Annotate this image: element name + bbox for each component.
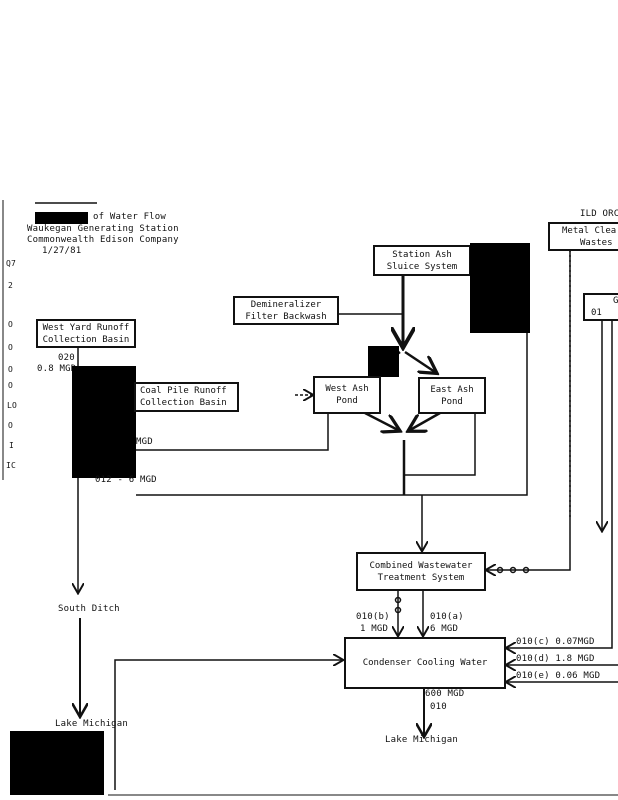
condenser-cooling-water-box: Condenser Cooling Water [344,637,506,689]
box-label: Wastes [580,237,613,248]
box-label: Collection Basin [42,334,130,345]
margin-mark: O [8,421,14,430]
outfall-020-flow: 0.8 MGD [37,364,77,374]
lake-michigan-bottom-label: Lake Michigan [385,735,459,745]
box-label: Combined Wastewater [369,560,473,571]
margin-mark: O [8,365,14,374]
outfall-010e-label: 010(e) 0.06 MGD [516,671,601,681]
margin-mark: O [8,381,14,390]
west-ash-pond-box: West Ash Pond [313,376,381,414]
box-label: Pond [336,396,358,406]
outfall-010d-label: 010(d) 1.8 MGD [516,654,595,664]
title-date: 1/27/81 [42,246,82,256]
margin-mark: LO [7,401,18,410]
margin-mark: I [9,441,15,450]
coal-pile-runoff-box: Coal Pile Runoff Collection Basin [134,382,239,412]
margin-mark: O [8,320,14,329]
box-label: Demineralizer [250,299,322,310]
box-label: Treatment System [377,572,465,583]
outfall-010c-label: 010(c) 0.07MGD [516,637,595,647]
box-label: Metal Clea [562,225,617,236]
outfall-010a-flow: 6 MGD [430,624,459,634]
box-label: East Ash [430,384,474,395]
redaction-block [72,366,136,478]
box-label: Pond [441,396,463,407]
partial-box: G 01 [583,293,618,321]
box-label: 01 [591,308,602,318]
outfall-012-label: 012 - 6 MGD [95,475,157,485]
south-ditch-label: South Ditch [58,604,120,614]
title-line2: Waukegan Generating Station [27,224,179,234]
box-label: Collection Basin [140,398,227,408]
demineralizer-filter-box: Demineralizer Filter Backwash [233,296,339,325]
box-label: Coal Pile Runoff [140,386,227,396]
station-ash-sluice-box: Station Ash Sluice System [373,245,471,276]
outfall-010b-flow: 1 MGD [360,624,389,634]
box-label: G [613,296,618,306]
margin-mark: O [8,343,14,352]
title-line3: Commonwealth Edison Company [27,235,179,245]
redaction-block [35,212,88,224]
title-line1: of Water Flow [93,212,167,222]
outlet-flow-label: 600 MGD [425,689,465,699]
combined-wastewater-box: Combined Wastewater Treatment System [356,552,486,591]
outfall-020-label: 020 [58,353,75,363]
west-yard-runoff-box: West Yard Runoff Collection Basin [36,319,136,348]
metal-cleaning-tag: ILD ORC [580,209,618,219]
outlet-id-label: 010 [430,702,447,712]
box-label: West Ash [325,384,369,394]
redaction-block [470,243,530,333]
box-label: West Yard Runoff [42,322,130,333]
partial-flow-label: MGD [136,437,153,447]
margin-mark: 2 [8,281,14,290]
redaction-block [368,346,399,377]
box-label: Condenser Cooling Water [362,658,488,668]
east-ash-pond-box: East Ash Pond [418,377,486,414]
metal-cleaning-wastes-box: Metal Clea Wastes [548,222,618,251]
redaction-block [10,731,104,795]
box-label: Filter Backwash [245,311,327,322]
outfall-010a-label: 010(a) [430,612,464,622]
box-label: Station Ash [392,249,452,260]
margin-mark: IC [6,461,17,470]
lake-michigan-left-label: Lake Michigan [55,719,129,729]
box-label: Sluice System [386,261,458,272]
outfall-010b-label: 010(b) [356,612,390,622]
margin-mark: Q7 [6,259,17,268]
